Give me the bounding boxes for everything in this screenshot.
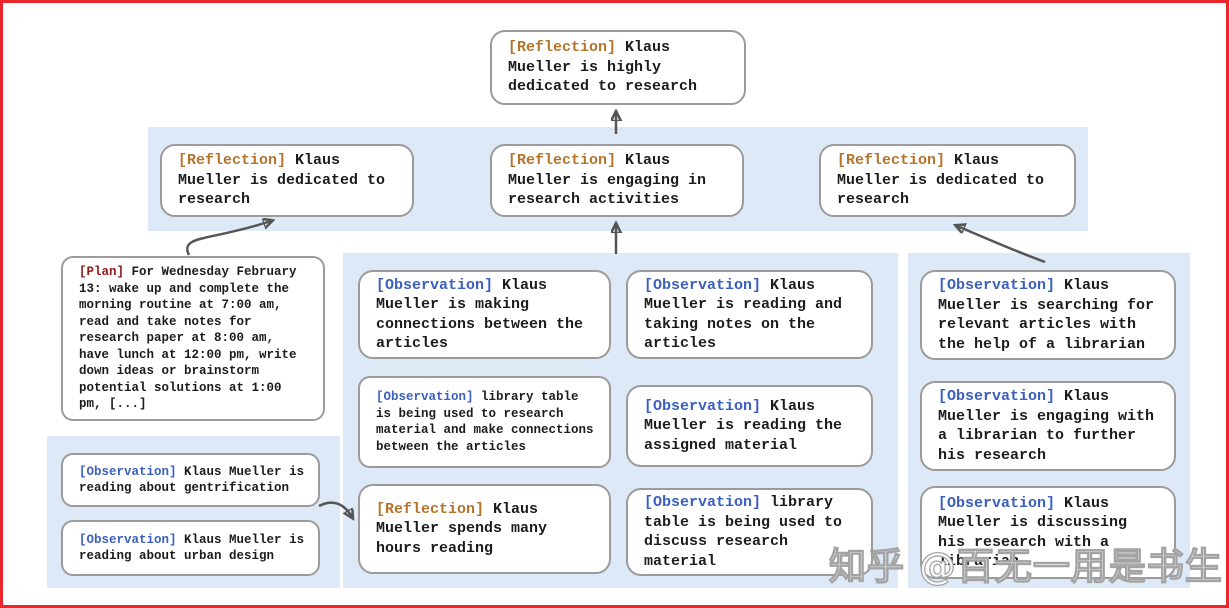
memory-node-reflection-hours-reading: [Reflection] Klaus Mueller spends many h… [358, 484, 611, 574]
memory-node-obs-taking-notes: [Observation] Klaus Mueller is reading a… [626, 270, 873, 359]
plan-tag: [Plan] [79, 265, 125, 280]
node-body: Klaus Mueller is dedicated to research [837, 152, 1045, 209]
node-body: Klaus Mueller spends many hours reading [376, 500, 548, 557]
node-text: [Observation] Klaus Mueller is searching… [938, 276, 1162, 354]
node-text: [Reflection] Klaus Mueller spends many h… [376, 500, 597, 559]
node-text: [Reflection] Klaus Mueller is highly ded… [508, 38, 732, 97]
memory-node-obs-gentrification: [Observation] Klaus Mueller is reading a… [61, 453, 320, 507]
memory-node-obs-urban-design: [Observation] Klaus Mueller is reading a… [61, 520, 320, 576]
observation-tag: [Observation] [644, 397, 762, 415]
reflection-tag: [Reflection] [837, 152, 946, 170]
reflection-tag: [Reflection] [376, 500, 485, 518]
node-body: Klaus Mueller is reading and taking note… [644, 276, 843, 353]
node-text: [Observation] library table is being use… [644, 493, 859, 571]
node-text: [Observation] Klaus Mueller is engaging … [938, 387, 1162, 465]
observation-tag: [Observation] [79, 532, 177, 547]
node-body: Klaus Mueller is searching for relevant … [938, 277, 1155, 353]
node-body: Klaus Mueller is reading about gentrific… [79, 464, 305, 496]
node-body: Klaus Mueller is engaging with a librari… [938, 388, 1155, 464]
node-body: Klaus Mueller is dedicated to research [178, 152, 386, 209]
node-text: [Observation] Klaus Mueller is reading a… [644, 276, 859, 354]
reflection-tag: [Reflection] [508, 39, 617, 57]
node-body: library table is being used to discuss r… [644, 494, 843, 570]
node-text: [Reflection] Klaus Mueller is engaging i… [508, 151, 730, 210]
node-text: [Plan] For Wednesday February 13: wake u… [79, 264, 303, 413]
node-text: [Observation] Klaus Mueller is reading t… [644, 397, 859, 456]
node-body: Klaus Mueller is discussing his research… [938, 494, 1128, 571]
node-body: For Wednesday February 13: wake up and c… [79, 265, 297, 412]
node-text: [Observation] library table is being use… [376, 389, 597, 455]
node-text: [Observation] Klaus Mueller is reading a… [79, 532, 306, 565]
memory-node-obs-library-discuss: [Observation] library table is being use… [626, 488, 873, 576]
node-body: Klaus Mueller is reading the assigned ma… [644, 397, 843, 454]
node-body: Klaus Mueller is highly dedicated to res… [508, 39, 698, 96]
node-text: [Reflection] Klaus Mueller is dedicated … [178, 151, 400, 210]
node-text: [Observation] Klaus Mueller is making co… [376, 276, 597, 354]
memory-node-obs-discussing-librarian: [Observation] Klaus Mueller is discussin… [920, 486, 1176, 579]
memory-node-obs-engaging-librarian: [Observation] Klaus Mueller is engaging … [920, 381, 1176, 471]
memory-node-plan: [Plan] For Wednesday February 13: wake u… [61, 256, 325, 421]
memory-node-reflection-right: [Reflection] Klaus Mueller is dedicated … [819, 144, 1076, 217]
node-body: library table is being used to research … [376, 390, 594, 454]
memory-node-reflection-middle: [Reflection] Klaus Mueller is engaging i… [490, 144, 744, 217]
memory-node-obs-searching-articles: [Observation] Klaus Mueller is searching… [920, 270, 1176, 360]
memory-node-reflection-left: [Reflection] Klaus Mueller is dedicated … [160, 144, 414, 217]
observation-tag: [Observation] [938, 494, 1056, 512]
observation-tag: [Observation] [376, 276, 494, 294]
observation-tag: [Observation] [376, 390, 474, 404]
observation-tag: [Observation] [644, 494, 762, 511]
memory-node-obs-library-research: [Observation] library table is being use… [358, 376, 611, 468]
memory-node-obs-assigned-material: [Observation] Klaus Mueller is reading t… [626, 385, 873, 467]
memory-node-root-reflection: [Reflection] Klaus Mueller is highly ded… [490, 30, 746, 105]
observation-tag: [Observation] [938, 388, 1056, 405]
node-text: [Observation] Klaus Mueller is discussin… [938, 494, 1162, 572]
node-text: [Reflection] Klaus Mueller is dedicated … [837, 151, 1062, 210]
node-body: Klaus Mueller is engaging in research ac… [508, 152, 707, 209]
observation-tag: [Observation] [938, 277, 1056, 294]
reflection-tag: [Reflection] [508, 152, 617, 170]
node-body: Klaus Mueller is reading about urban des… [79, 532, 305, 564]
reflection-tag: [Reflection] [178, 152, 287, 170]
observation-tag: [Observation] [644, 276, 762, 294]
node-text: [Observation] Klaus Mueller is reading a… [79, 464, 306, 497]
zhihu-watermark: 知乎 @百无一用是书生 [828, 544, 1223, 588]
memory-node-obs-connections: [Observation] Klaus Mueller is making co… [358, 270, 611, 359]
node-body: Klaus Mueller is making connections betw… [376, 276, 584, 353]
observation-tag: [Observation] [79, 464, 177, 479]
